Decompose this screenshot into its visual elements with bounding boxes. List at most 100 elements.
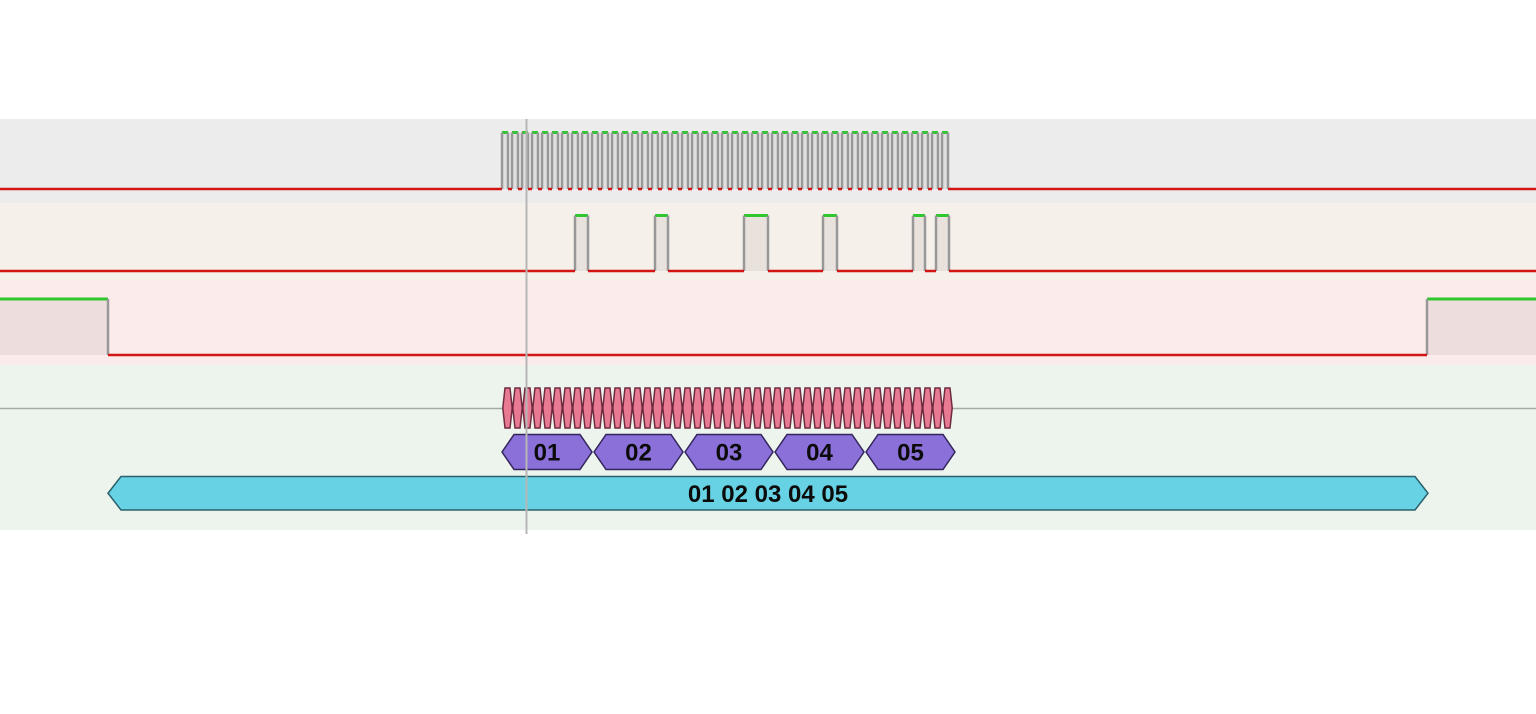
digital-channel-0-pulse-body [902, 132, 908, 189]
decoded-bit-marker [782, 387, 793, 429]
decoded-byte-token[interactable] [774, 433, 865, 471]
digital-channel-2-pulse-body [1427, 299, 1536, 355]
digital-channel-0-pulse-body [722, 132, 728, 189]
digital-channel-2-row[interactable] [0, 280, 1536, 365]
digital-channel-0-pulse-body [702, 132, 708, 189]
decoded-bit-marker [702, 387, 713, 429]
digital-channel-1-pulse-body [744, 215, 768, 271]
digital-channel-0-pulse-body [622, 132, 628, 189]
decoded-bit-marker [912, 387, 923, 429]
decoded-bit-marker [752, 387, 763, 429]
digital-channel-0-pulse-body [692, 132, 698, 189]
decoded-byte-token[interactable] [684, 433, 774, 471]
digital-channel-0-pulse-body [732, 132, 738, 189]
digital-channel-1-pulse-body [823, 215, 837, 271]
digital-channel-0-pulse-body [932, 132, 938, 189]
decoded-packet-label: 01 02 03 04 05 [688, 481, 848, 508]
digital-channel-0-pulse-body [572, 132, 578, 189]
digital-channel-1-pulse-body [575, 215, 588, 271]
digital-channel-0-pulse-body [652, 132, 658, 189]
decoded-bit-marker [672, 387, 683, 429]
decoded-bit-marker [832, 387, 843, 429]
digital-channel-0-pulse-body [772, 132, 778, 189]
decoded-byte-label: 02 [625, 440, 652, 467]
decoded-bit-marker [742, 387, 753, 429]
digital-channel-0-pulse-body [802, 132, 808, 189]
decoded-byte-label: 03 [716, 440, 743, 467]
decoded-bit-marker [682, 387, 693, 429]
decoded-bit-marker [562, 387, 573, 429]
digital-channel-0-pulse-body [872, 132, 878, 189]
digital-channel-0-pulse-body [742, 132, 748, 189]
decoded-byte-token[interactable] [593, 433, 684, 471]
decoded-byte-token[interactable] [865, 433, 956, 471]
decoded-bit-marker [932, 387, 943, 429]
digital-channel-0-pulse-body [562, 132, 568, 189]
digital-channel-0-pulse-body [602, 132, 608, 189]
digital-channel-0-pulse-body [512, 132, 518, 189]
digital-channel-1-pulse-body [936, 215, 949, 271]
digital-channel-0-pulse-body [922, 132, 928, 189]
decoded-bit-marker [592, 387, 603, 429]
decoded-bit-marker [792, 387, 803, 429]
digital-channel-0-pulse-body [892, 132, 898, 189]
decoded-bit-marker [922, 387, 933, 429]
decoded-bit-marker [812, 387, 823, 429]
digital-channel-0-pulse-body [612, 132, 618, 189]
digital-channel-0-pulse-body [642, 132, 648, 189]
decoded-bit-marker [572, 387, 583, 429]
decoded-bit-marker [542, 387, 553, 429]
decoded-bit-marker [662, 387, 673, 429]
decoded-bit-marker [902, 387, 913, 429]
digital-channel-0-pulse-body [682, 132, 688, 189]
decoded-bit-marker [732, 387, 743, 429]
decoded-bit-marker [892, 387, 903, 429]
digital-channel-0-pulse-body [882, 132, 888, 189]
decoded-byte-label: 01 [534, 440, 561, 467]
digital-channel-0-pulse-body [782, 132, 788, 189]
digital-channel-0-pulse-body [852, 132, 858, 189]
digital-channel-0-pulse-body [792, 132, 798, 189]
decoded-packet-bar[interactable] [107, 475, 1429, 511]
digital-channel-0-pulse-body [942, 132, 948, 189]
decoded-bit-marker [822, 387, 833, 429]
digital-channel-0-pulse-body [672, 132, 678, 189]
decoded-byte-label: 05 [897, 440, 924, 467]
decoded-bit-marker [802, 387, 813, 429]
digital-channel-0-pulse-body [832, 132, 838, 189]
digital-channel-0-pulse-body [752, 132, 758, 189]
decoded-byte-label: 04 [806, 440, 833, 467]
decoded-bit-marker [692, 387, 703, 429]
digital-channel-0-pulse-body [842, 132, 848, 189]
digital-channel-0-pulse-body [592, 132, 598, 189]
decoded-bit-marker [882, 387, 893, 429]
decoded-bit-marker [612, 387, 623, 429]
decoded-bit-marker [502, 387, 513, 429]
digital-channel-0-pulse-body [532, 132, 538, 189]
decoded-bit-marker [942, 387, 953, 429]
digital-channel-0-pulse-body [862, 132, 868, 189]
digital-channel-0-pulse-body [502, 132, 508, 189]
decoded-bit-marker [582, 387, 593, 429]
digital-channel-0-pulse-body [812, 132, 818, 189]
digital-channel-1-pulse-body [655, 215, 668, 271]
decoded-bit-marker [872, 387, 883, 429]
decoded-bit-marker [712, 387, 723, 429]
digital-channel-0-pulse-body [552, 132, 558, 189]
digital-channel-1-pulse-body [913, 215, 925, 271]
digital-channel-0-pulse-body [662, 132, 668, 189]
decoded-byte-token[interactable] [501, 433, 593, 471]
decoded-bit-marker [552, 387, 563, 429]
digital-channel-0-pulse-body [762, 132, 768, 189]
decoded-bit-marker [632, 387, 643, 429]
digital-channel-0-pulse-body [522, 132, 528, 189]
decoded-bit-marker [532, 387, 543, 429]
decoded-bit-marker [652, 387, 663, 429]
decoded-bit-marker [602, 387, 613, 429]
decoded-bit-marker [862, 387, 873, 429]
decoded-bit-marker [722, 387, 733, 429]
digital-channel-2-pulse-body [0, 299, 108, 355]
digital-channel-0-pulse-body [632, 132, 638, 189]
